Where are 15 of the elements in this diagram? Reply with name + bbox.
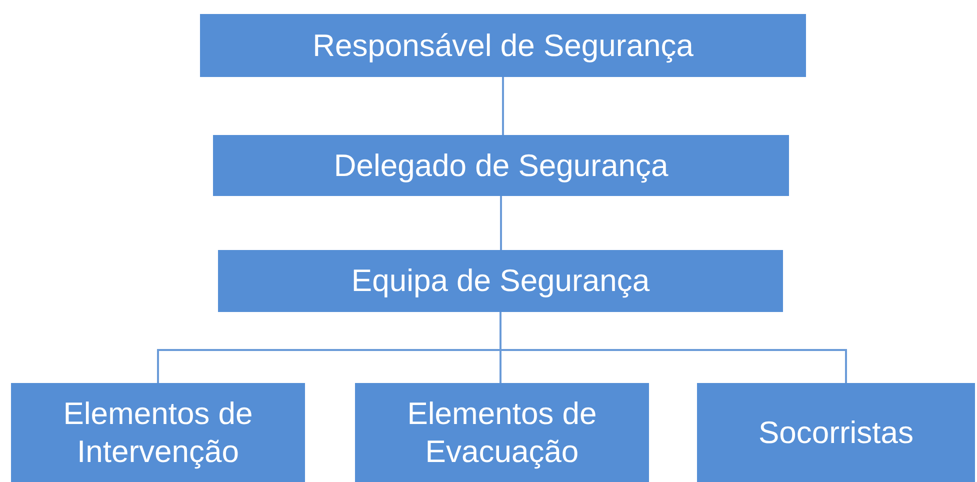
role-label: Delegado de Segurança bbox=[334, 146, 668, 184]
role-label: Equipa de Segurança bbox=[351, 262, 650, 300]
role-label: Elementos de Intervenção bbox=[62, 395, 254, 470]
connector-line bbox=[502, 77, 504, 135]
role-box bbox=[213, 135, 789, 196]
role-label: Elementos de Evacuação bbox=[406, 395, 598, 470]
role-box bbox=[355, 383, 649, 482]
role-box bbox=[200, 14, 806, 77]
role-box bbox=[697, 383, 975, 482]
role-label: Socorristas bbox=[758, 414, 914, 452]
connector-line bbox=[500, 196, 502, 250]
role-box bbox=[218, 250, 783, 312]
role-label: Responsável de Segurança bbox=[312, 26, 694, 64]
role-box bbox=[11, 383, 305, 482]
connector-line bbox=[500, 312, 847, 383]
